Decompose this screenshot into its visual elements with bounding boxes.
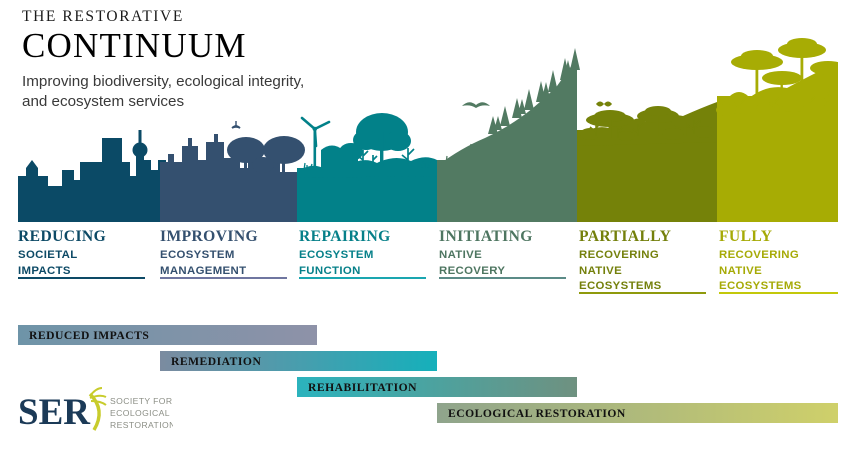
stage-sub-repairing: ECOSYSTEM FUNCTION — [299, 248, 436, 278]
bar-ecological-restoration: ECOLOGICAL RESTORATION — [437, 403, 838, 423]
ser-logo: SER SOCIETY FOR ECOLOGICAL RESTORATION — [18, 386, 173, 438]
stage-column-initiating: INITIATING NATIVE RECOVERY — [439, 228, 576, 279]
stage-heading-repairing: REPAIRING — [299, 228, 391, 245]
stage-sub-line: RECOVERING — [579, 249, 660, 262]
stage-heading-initiating: INITIATING — [439, 228, 533, 245]
stage-rule-repairing — [299, 276, 426, 279]
ser-logo-swoosh — [88, 392, 101, 431]
stage-rule-initiating — [439, 276, 566, 279]
stage-sub-line: ECOSYSTEM — [160, 249, 235, 262]
stage-sub-line: FUNCTION — [299, 264, 361, 277]
stage-labels: REDUCING SOCIETAL IMPACTS IMPROVING ECOS… — [18, 228, 838, 320]
bar-label: REDUCED IMPACTS — [29, 328, 150, 342]
stage-column-repairing: REPAIRING ECOSYSTEM FUNCTION — [299, 228, 436, 279]
panel-city-managed — [160, 121, 305, 222]
ser-logo-line3: RESTORATION — [110, 420, 173, 430]
header-eyebrow: THE RESTORATIVE — [22, 8, 184, 25]
stage-sub-line: SOCIETAL — [18, 249, 78, 262]
stage-sub-line: ECOSYSTEM — [299, 249, 374, 262]
stage-sub-line: RECOVERY — [439, 264, 506, 277]
stage-sub-line: NATIVE — [439, 249, 483, 262]
header: THE RESTORATIVE CONTINUUM Improving biod… — [22, 8, 542, 113]
ser-logo-line2: ECOLOGICAL — [110, 408, 170, 418]
bar-rehabilitation: REHABILITATION — [297, 377, 577, 397]
stage-heading-partially: PARTIALLY — [579, 228, 672, 245]
stage-sub-partially: RECOVERING NATIVE ECOSYSTEMS — [579, 248, 716, 293]
stage-column-reducing: REDUCING SOCIETAL IMPACTS — [18, 228, 155, 279]
stage-heading-reducing: REDUCING — [18, 228, 107, 245]
ser-logo-line1: SOCIETY FOR — [110, 396, 173, 406]
stage-sub-initiating: NATIVE RECOVERY — [439, 248, 576, 278]
continuum-bars: REDUCED IMPACTS REMEDIATION REHABILITATI… — [0, 325, 856, 440]
panel-initiating — [437, 48, 580, 222]
stage-sub-line: RECOVERING — [719, 249, 800, 262]
panel-partially-recovering — [577, 101, 717, 222]
stage-sub-line: ECOSYSTEMS — [719, 279, 802, 292]
header-subtitle-line2: and ecosystem services — [22, 93, 185, 111]
bar-remediation: REMEDIATION — [160, 351, 437, 371]
panel-city-degraded — [18, 130, 166, 222]
bar-label: ECOLOGICAL RESTORATION — [448, 406, 626, 420]
stage-rule-improving — [160, 276, 287, 279]
bar-label: REHABILITATION — [308, 380, 418, 394]
bar-label: REMEDIATION — [171, 354, 262, 368]
landscape-illustration — [18, 10, 838, 222]
ser-logo-leaf-icon — [89, 387, 107, 406]
stage-sub-line: MANAGEMENT — [160, 264, 247, 277]
page-title: CONTINUUM — [22, 26, 247, 66]
stage-sub-line: NATIVE — [719, 264, 763, 277]
stage-rule-reducing — [18, 276, 145, 279]
stage-heading-fully: FULLY — [719, 228, 773, 245]
bar-reduced-impacts: REDUCED IMPACTS — [18, 325, 317, 345]
stage-column-improving: IMPROVING ECOSYSTEM MANAGEMENT — [160, 228, 297, 279]
header-subtitle-line1: Improving biodiversity, ecological integ… — [22, 73, 305, 91]
stage-rule-partially — [579, 291, 706, 294]
panel-repairing — [297, 113, 437, 222]
stage-column-fully: FULLY RECOVERING NATIVE ECOSYSTEMS — [719, 228, 838, 294]
stage-sub-line: NATIVE — [579, 264, 623, 277]
stage-sub-reducing: SOCIETAL IMPACTS — [18, 248, 155, 278]
stage-sub-improving: ECOSYSTEM MANAGEMENT — [160, 248, 297, 278]
stage-sub-line: ECOSYSTEMS — [579, 279, 662, 292]
stage-sub-line: IMPACTS — [18, 264, 71, 277]
header-subtitle: Improving biodiversity, ecological integ… — [22, 72, 542, 112]
ser-logo-mark: SER — [18, 392, 91, 433]
stage-heading-improving: IMPROVING — [160, 228, 259, 245]
stage-rule-fully — [719, 291, 838, 294]
panel-fully-recovering — [716, 38, 838, 222]
stage-column-partially: PARTIALLY RECOVERING NATIVE ECOSYSTEMS — [579, 228, 716, 294]
stage-sub-fully: RECOVERING NATIVE ECOSYSTEMS — [719, 248, 838, 293]
